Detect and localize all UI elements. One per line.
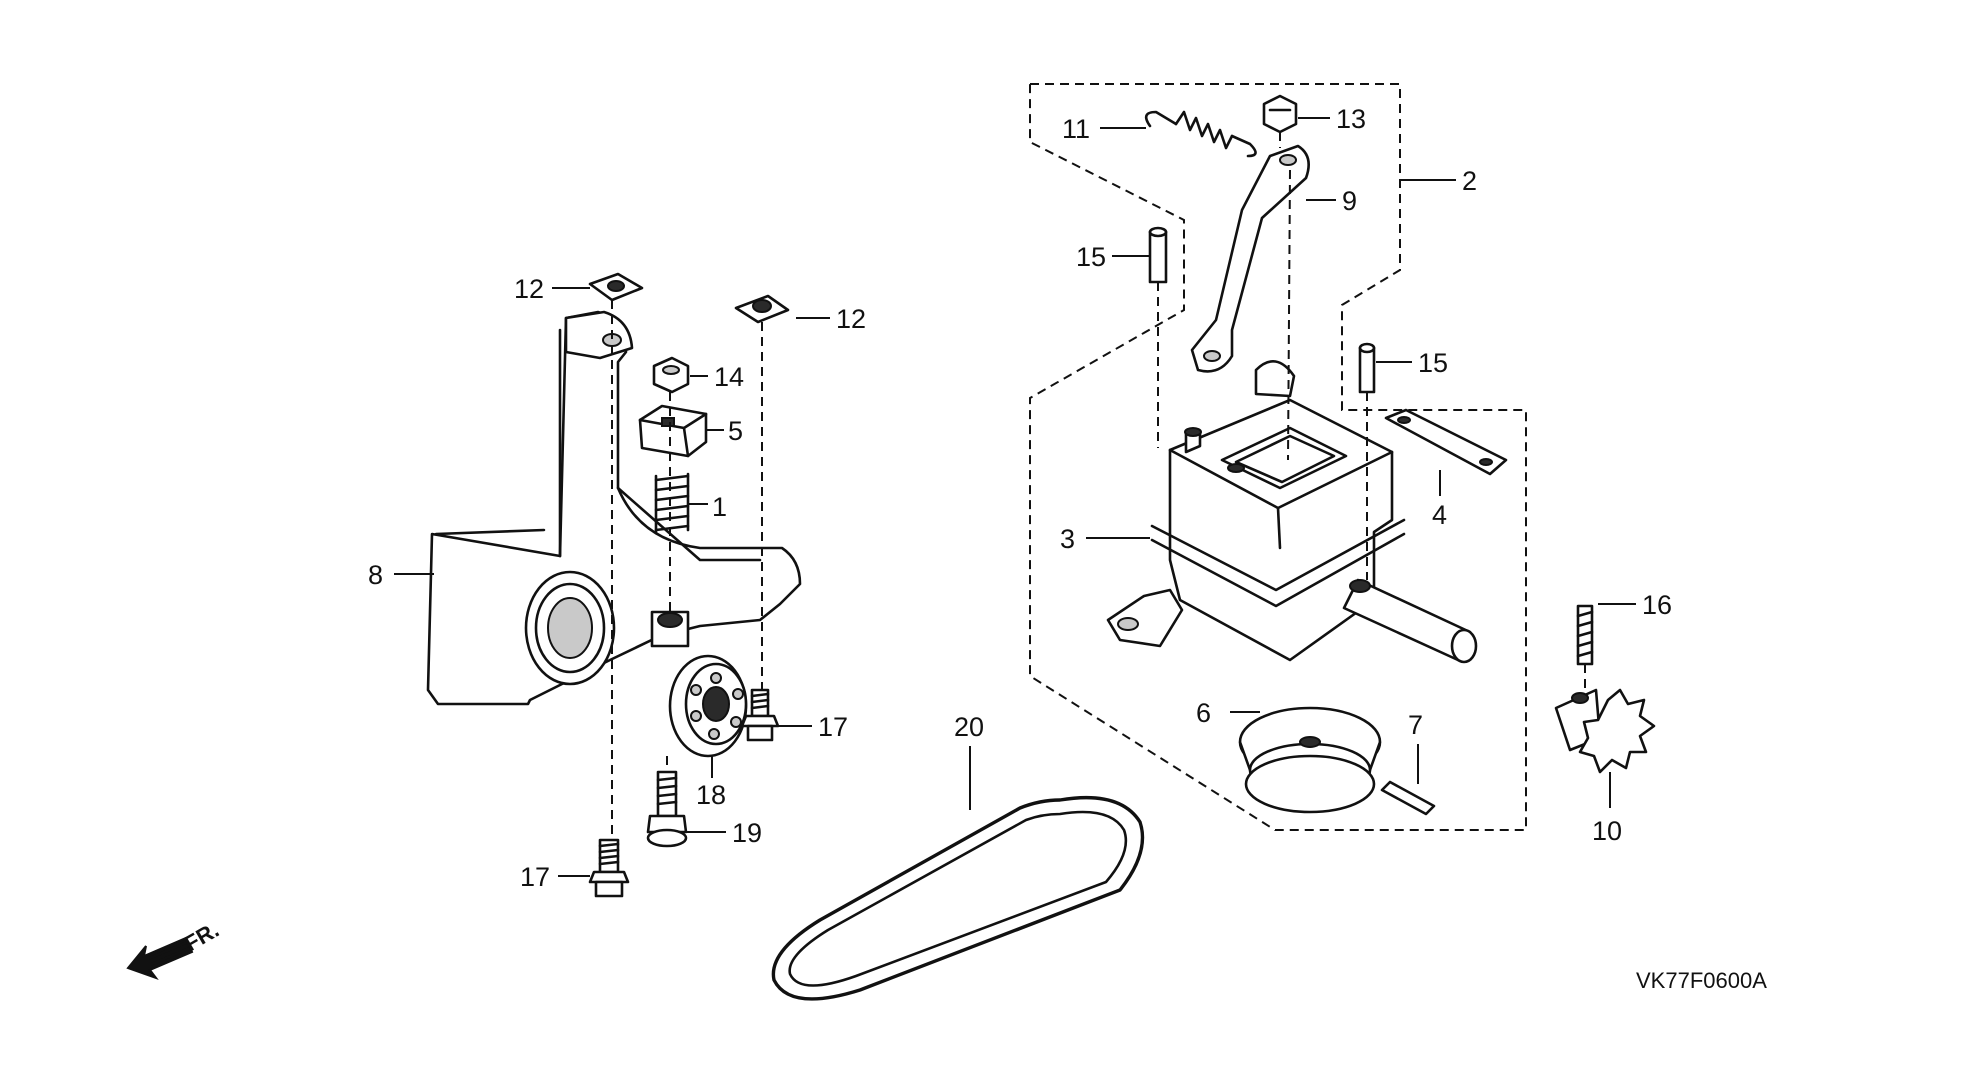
holder-part-5 bbox=[638, 404, 708, 458]
bolt-part-19 bbox=[646, 770, 688, 848]
callout-13: 13 bbox=[1336, 104, 1366, 134]
callout-18: 18 bbox=[696, 780, 726, 810]
pin-part-16 bbox=[1576, 604, 1594, 666]
bolt-part-17-lower bbox=[588, 838, 630, 898]
bearing-part-18 bbox=[668, 654, 748, 758]
alignment-lines-left bbox=[611, 300, 763, 840]
callout-10: 10 bbox=[1592, 816, 1622, 846]
callout-15-right: 15 bbox=[1418, 348, 1448, 378]
leader-lines bbox=[394, 117, 1636, 877]
bolt-part-17-upper bbox=[740, 688, 780, 742]
callout-16: 16 bbox=[1642, 590, 1672, 620]
plate-part-4 bbox=[1384, 408, 1508, 476]
pin-part-15-left bbox=[1148, 226, 1168, 284]
front-direction-arrow-icon: FR. bbox=[126, 917, 223, 981]
callout-14: 14 bbox=[714, 362, 744, 392]
callout-17-upper: 17 bbox=[818, 712, 848, 742]
nut-part-13 bbox=[1262, 94, 1298, 134]
callout-19: 19 bbox=[732, 818, 762, 848]
callout-17-lower: 17 bbox=[520, 862, 550, 892]
washer-part-12-left bbox=[588, 272, 644, 302]
alignment-lines-right bbox=[1157, 132, 1586, 690]
belt-part-20 bbox=[771, 795, 1145, 1001]
bracket-part-8 bbox=[426, 310, 802, 706]
key-part-7 bbox=[1380, 780, 1436, 816]
pulley-part-6 bbox=[1238, 706, 1382, 814]
arm-part-9 bbox=[1190, 144, 1310, 398]
callout-5: 5 bbox=[728, 416, 743, 446]
nut-part-14 bbox=[652, 356, 690, 394]
callout-6: 6 bbox=[1196, 698, 1211, 728]
callout-12-right: 12 bbox=[836, 304, 866, 334]
assembly-group-outline bbox=[1029, 83, 1527, 831]
pin-part-15-right bbox=[1358, 342, 1376, 394]
sprocket-part-10 bbox=[1554, 688, 1656, 774]
callout-20: 20 bbox=[954, 712, 984, 742]
gearbox-part-3 bbox=[1106, 398, 1478, 664]
washer-part-12-right bbox=[734, 294, 790, 324]
spring-part-1 bbox=[654, 472, 690, 534]
drawing-code: VK77F0600A bbox=[1636, 968, 1767, 993]
callout-11: 11 bbox=[1062, 114, 1090, 144]
callout-1: 1 bbox=[712, 492, 727, 522]
callout-4: 4 bbox=[1432, 500, 1447, 530]
callout-labels: 1 2 3 4 5 6 7 8 9 10 11 12 12 13 14 15 1… bbox=[368, 104, 1672, 892]
callout-8: 8 bbox=[368, 560, 383, 590]
callout-7: 7 bbox=[1408, 710, 1423, 740]
callout-2: 2 bbox=[1462, 166, 1477, 196]
spring-part-11 bbox=[1144, 110, 1257, 158]
callout-15-left: 15 bbox=[1076, 242, 1106, 272]
callout-12-left: 12 bbox=[514, 274, 544, 304]
callout-9: 9 bbox=[1342, 186, 1357, 216]
callout-3: 3 bbox=[1060, 524, 1075, 554]
